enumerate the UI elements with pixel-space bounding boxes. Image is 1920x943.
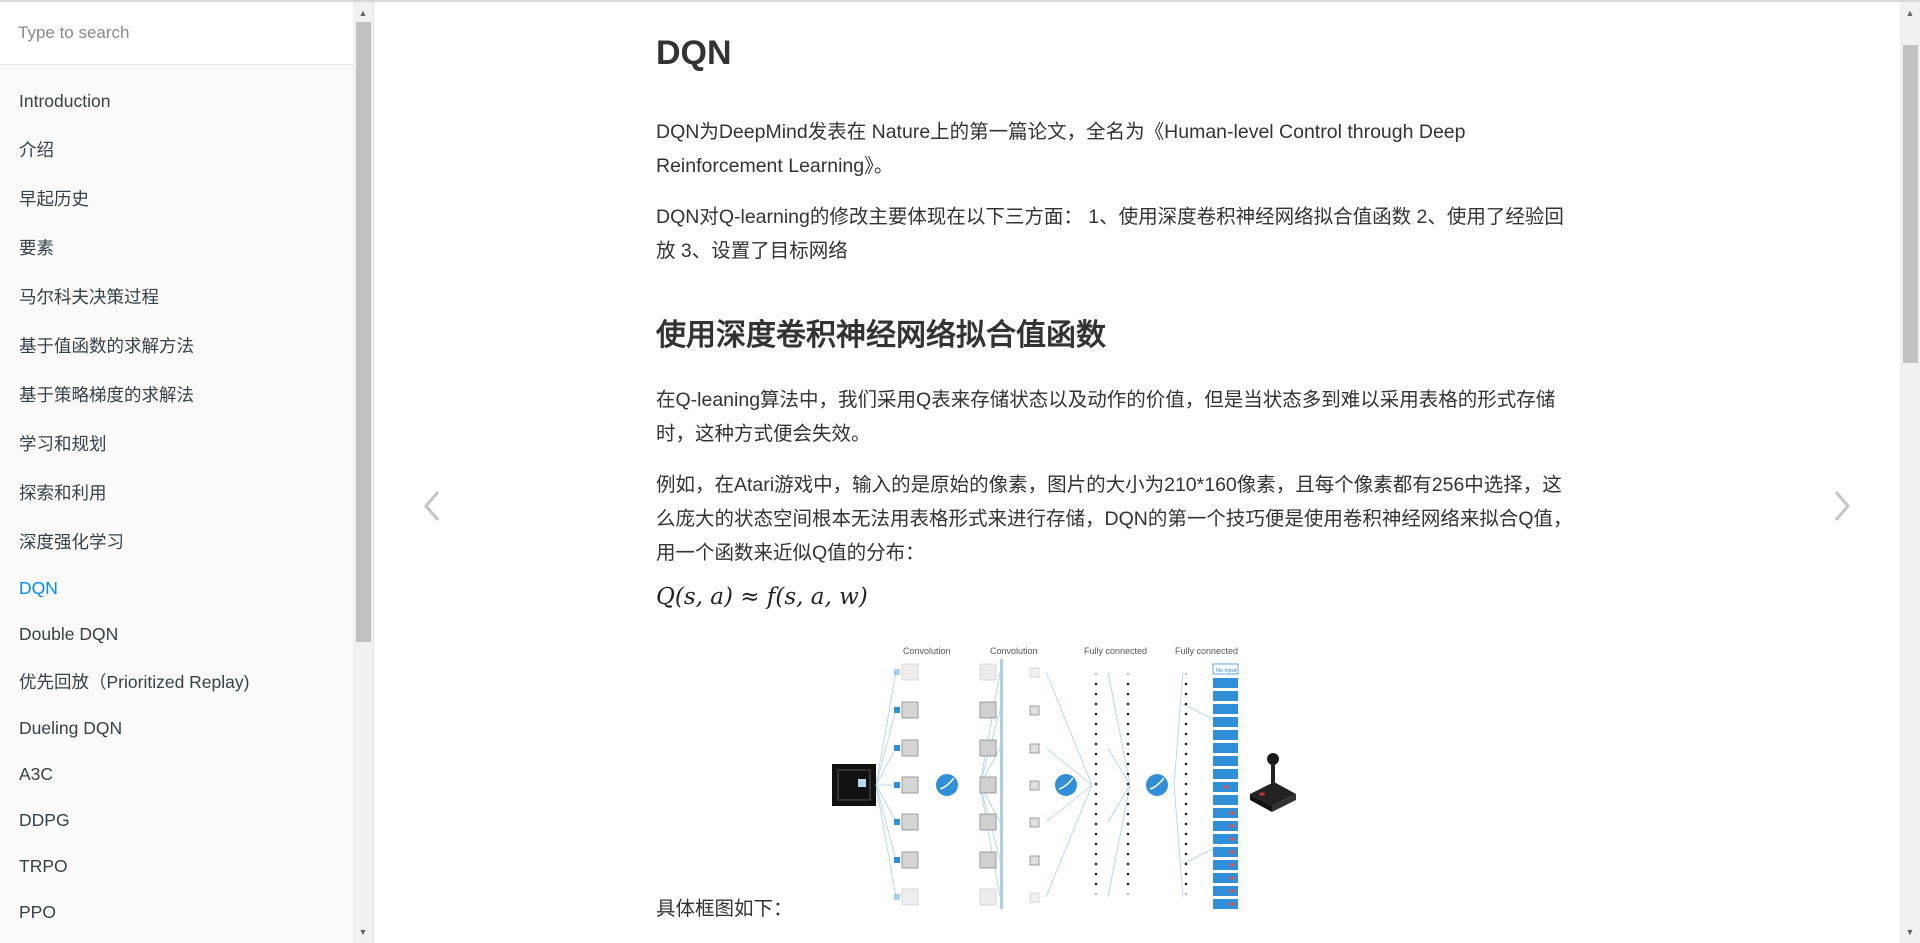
sidebar-item-policy-gradient[interactable]: 基于策略梯度的求解法 bbox=[19, 385, 194, 405]
paragraph-q-table: 在Q-leaning算法中，我们采用Q表来存储状态以及动作的价值，但是当状态多到… bbox=[656, 383, 1606, 451]
output-fire-markers bbox=[1224, 785, 1234, 906]
connection-lines bbox=[875, 671, 1223, 898]
page-title: DQN bbox=[656, 34, 732, 72]
fc-layer-2-units bbox=[1126, 672, 1130, 896]
sidebar-scrollbar-thumb[interactable] bbox=[356, 22, 371, 642]
paragraph-intro-line-1: DQN为DeepMind发表在 Nature上的第一篇论文，全名为《Human-… bbox=[656, 121, 1466, 143]
sidebar-item-a3c[interactable]: A3C bbox=[19, 764, 54, 784]
conv-layer-1-kernels bbox=[894, 669, 900, 900]
fc-layer-3-units bbox=[1184, 672, 1188, 896]
sidebar-item-ppo[interactable]: PPO bbox=[19, 902, 56, 922]
joystick-icon bbox=[1250, 753, 1296, 812]
sidebar-item-value-methods[interactable]: 基于值函数的求解方法 bbox=[19, 336, 194, 356]
sidebar-item-dqn[interactable]: DQN bbox=[19, 578, 58, 598]
sidebar-item-double-dqn[interactable]: Double DQN bbox=[19, 624, 119, 644]
page-scroll-down-icon[interactable]: ▼ bbox=[1905, 927, 1915, 937]
paragraph-atari-line-3: 用一个函数来近似Q值的分布： bbox=[656, 542, 925, 564]
conv-layer-2 bbox=[979, 663, 997, 906]
paragraph-intro-line-2: Reinforcement Learning》。 bbox=[656, 155, 894, 177]
sidebar-item-introduction[interactable]: Introduction bbox=[19, 91, 111, 111]
q-function-formula: Q(s, a) ≈ f(s, a, w) bbox=[656, 584, 868, 610]
page-scrollbar-thumb[interactable] bbox=[1903, 45, 1918, 363]
figure-label-conv-2: Convolution bbox=[990, 646, 1038, 656]
sidebar-item-learning-planning[interactable]: 学习和规划 bbox=[19, 434, 107, 454]
sidebar-item-trpo[interactable]: TRPO bbox=[19, 856, 68, 876]
sidebar-item-explore-exploit[interactable]: 探索和利用 bbox=[19, 483, 107, 503]
paragraph-intro: DQN为DeepMind发表在 Nature上的第一篇论文，全名为《Human-… bbox=[656, 115, 1606, 183]
sidebar-item-elements[interactable]: 要素 bbox=[19, 238, 54, 258]
fc-layer-1-units bbox=[1094, 672, 1098, 896]
dqn-architecture-figure: Convolution Convolution Fully connected … bbox=[832, 646, 1296, 909]
sidebar-item-dueling-dqn[interactable]: Dueling DQN bbox=[19, 718, 123, 738]
page-scroll-up-icon[interactable]: ▲ bbox=[1905, 8, 1915, 18]
conv-layer-2-outputs bbox=[1029, 667, 1040, 903]
paragraph-atari-line-2: 么庞大的状态空间根本无法用表格形式来进行存储，DQN的第一个技巧便是使用卷积神经… bbox=[656, 508, 1573, 530]
figure-label-fc-1: Fully connected bbox=[1084, 646, 1147, 656]
paragraph-modifications: DQN对Q-learning的修改主要体现在以下三方面： 1、使用深度卷积神经网… bbox=[656, 200, 1606, 268]
sidebar-item-mdp[interactable]: 马尔科夫决策过程 bbox=[19, 287, 159, 307]
figure-label-fc-2: Fully connected bbox=[1175, 646, 1238, 656]
sidebar: Introduction 介绍 早起历史 要素 马尔科夫决策过程 基于值函数的求… bbox=[0, 2, 374, 943]
sidebar-scroll-up-icon[interactable]: ▲ bbox=[358, 8, 368, 18]
sidebar-item-intro-cn[interactable]: 介绍 bbox=[19, 140, 54, 160]
input-frame bbox=[832, 764, 876, 806]
previous-page-icon[interactable] bbox=[420, 486, 444, 526]
paragraph-q-table-line-2: 时，这种方式便会失效。 bbox=[656, 423, 871, 445]
search-input[interactable] bbox=[0, 2, 353, 64]
search-box bbox=[0, 2, 353, 65]
paragraph-atari: 例如，在Atari游戏中，输入的是原始的像素，图片的大小为210*160像素，且… bbox=[656, 468, 1606, 570]
conv-layer-1 bbox=[901, 663, 919, 906]
sidebar-item-history[interactable]: 早起历史 bbox=[19, 189, 89, 209]
sidebar-item-deep-rl[interactable]: 深度强化学习 bbox=[19, 532, 124, 552]
top-border bbox=[0, 0, 1920, 2]
conv-layer-2-kernels bbox=[1000, 659, 1003, 909]
paragraph-modifications-line-2: 放 3、设置了目标网络 bbox=[656, 240, 848, 262]
sidebar-scroll-down-icon[interactable]: ▼ bbox=[358, 927, 368, 937]
figure-label-conv-1: Convolution bbox=[903, 646, 951, 656]
paragraph-q-table-line-1: 在Q-leaning算法中，我们采用Q表来存储状态以及动作的价值，但是当状态多到… bbox=[656, 389, 1556, 411]
next-page-icon[interactable] bbox=[1830, 486, 1854, 526]
section-heading: 使用深度卷积神经网络拟合值函数 bbox=[656, 319, 1106, 352]
paragraph-atari-line-1: 例如，在Atari游戏中，输入的是原始的像素，图片的大小为210*160像素，且… bbox=[656, 474, 1562, 496]
output-no-input-label: No input bbox=[1216, 668, 1237, 674]
sidebar-item-prioritized-replay[interactable]: 优先回放（Prioritized Replay) bbox=[19, 672, 250, 692]
output-no-input bbox=[1212, 663, 1239, 675]
sidebar-item-ddpg[interactable]: DDPG bbox=[19, 810, 70, 830]
output-action-units bbox=[1213, 678, 1238, 909]
paragraph-modifications-line-1: DQN对Q-learning的修改主要体现在以下三方面： 1、使用深度卷积神经网… bbox=[656, 206, 1564, 228]
figure-caption: 具体框图如下： bbox=[656, 898, 793, 920]
